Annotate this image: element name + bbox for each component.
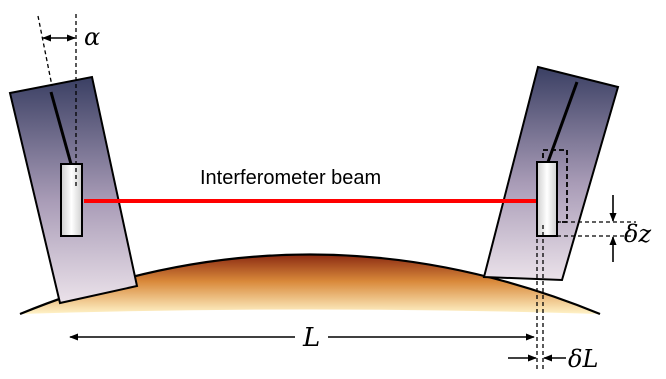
right-mirror — [536, 161, 558, 237]
left-mirror — [60, 163, 83, 237]
delta-l-indicator — [508, 225, 566, 370]
alpha-label: α — [84, 23, 100, 51]
alpha-tilt-indicator — [37, 14, 77, 186]
delta-l-label: δL — [568, 345, 598, 373]
delta-z-indicator — [557, 195, 636, 262]
beam-label: Interferometer beam — [200, 167, 381, 189]
delta-z-label: δz — [624, 220, 651, 248]
right-pendulum-wire — [546, 81, 579, 163]
left-pendulum-wire — [49, 91, 73, 165]
length-label: L — [302, 323, 320, 353]
